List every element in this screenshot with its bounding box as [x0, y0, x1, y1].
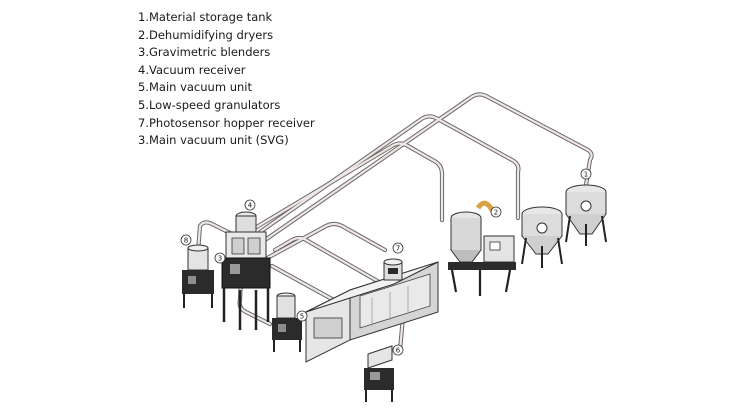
main-vacuum-unit-svg: [182, 244, 214, 308]
callout-3: 3: [218, 255, 222, 263]
injection-molding-machine: [305, 258, 439, 363]
callout-8-circle: [180, 234, 192, 246]
callout-6-circle: [392, 344, 404, 356]
callouts: [180, 168, 592, 356]
legend-item-vacuum-receiver: 4.Vacuum receiver: [138, 62, 246, 77]
callout-4-circle: [244, 199, 256, 211]
callout-labels: 1 2 3 4 5 6 7 8: [184, 171, 588, 355]
callout-7: 7: [396, 245, 400, 253]
main-vacuum-unit: [272, 292, 302, 352]
callout-6: 6: [396, 347, 401, 355]
callout-5: 5: [300, 313, 304, 321]
legend-item-material-storage-tank: 1.Material storage tank: [138, 10, 273, 24]
callout-1-circle: [580, 168, 592, 180]
legend-item-dehumidifying-dryers: 2.Dehumidifying dryers: [138, 27, 274, 42]
gravimetric-blender-assembly: [221, 211, 271, 330]
material-storage-tank-right: [565, 184, 607, 246]
callout-8: 8: [184, 237, 188, 245]
legend: 1.Material storage tank 2.Dehumidifying …: [138, 9, 315, 150]
legend-item-gravimetric-blenders: 3.Gravimetric blenders: [138, 45, 271, 60]
callout-2-circle: [490, 206, 502, 218]
legend-item-low-speed-granulators: 5.Low-speed granulators: [138, 97, 281, 112]
pipe-fills: [196, 93, 593, 352]
callout-2: 2: [494, 209, 498, 217]
callout-5-circle: [296, 310, 308, 322]
material-storage-tank-left: [521, 206, 563, 268]
low-speed-granulator: [364, 345, 394, 402]
dehumidifying-dryer: [448, 200, 516, 296]
legend-item-main-vacuum-unit-svg: 3.Main vacuum unit (SVG): [138, 133, 289, 148]
callout-3-circle: [214, 252, 226, 264]
callout-4: 4: [248, 202, 253, 210]
callout-7-circle: [392, 242, 404, 254]
legend-item-photosensor-hopper-receiver: 7.Photosensor hopper receiver: [138, 115, 315, 130]
legend-item-main-vacuum-unit: 5.Main vacuum unit: [138, 80, 252, 95]
callout-1: 1: [584, 171, 588, 179]
pipe-network: [195, 92, 594, 353]
